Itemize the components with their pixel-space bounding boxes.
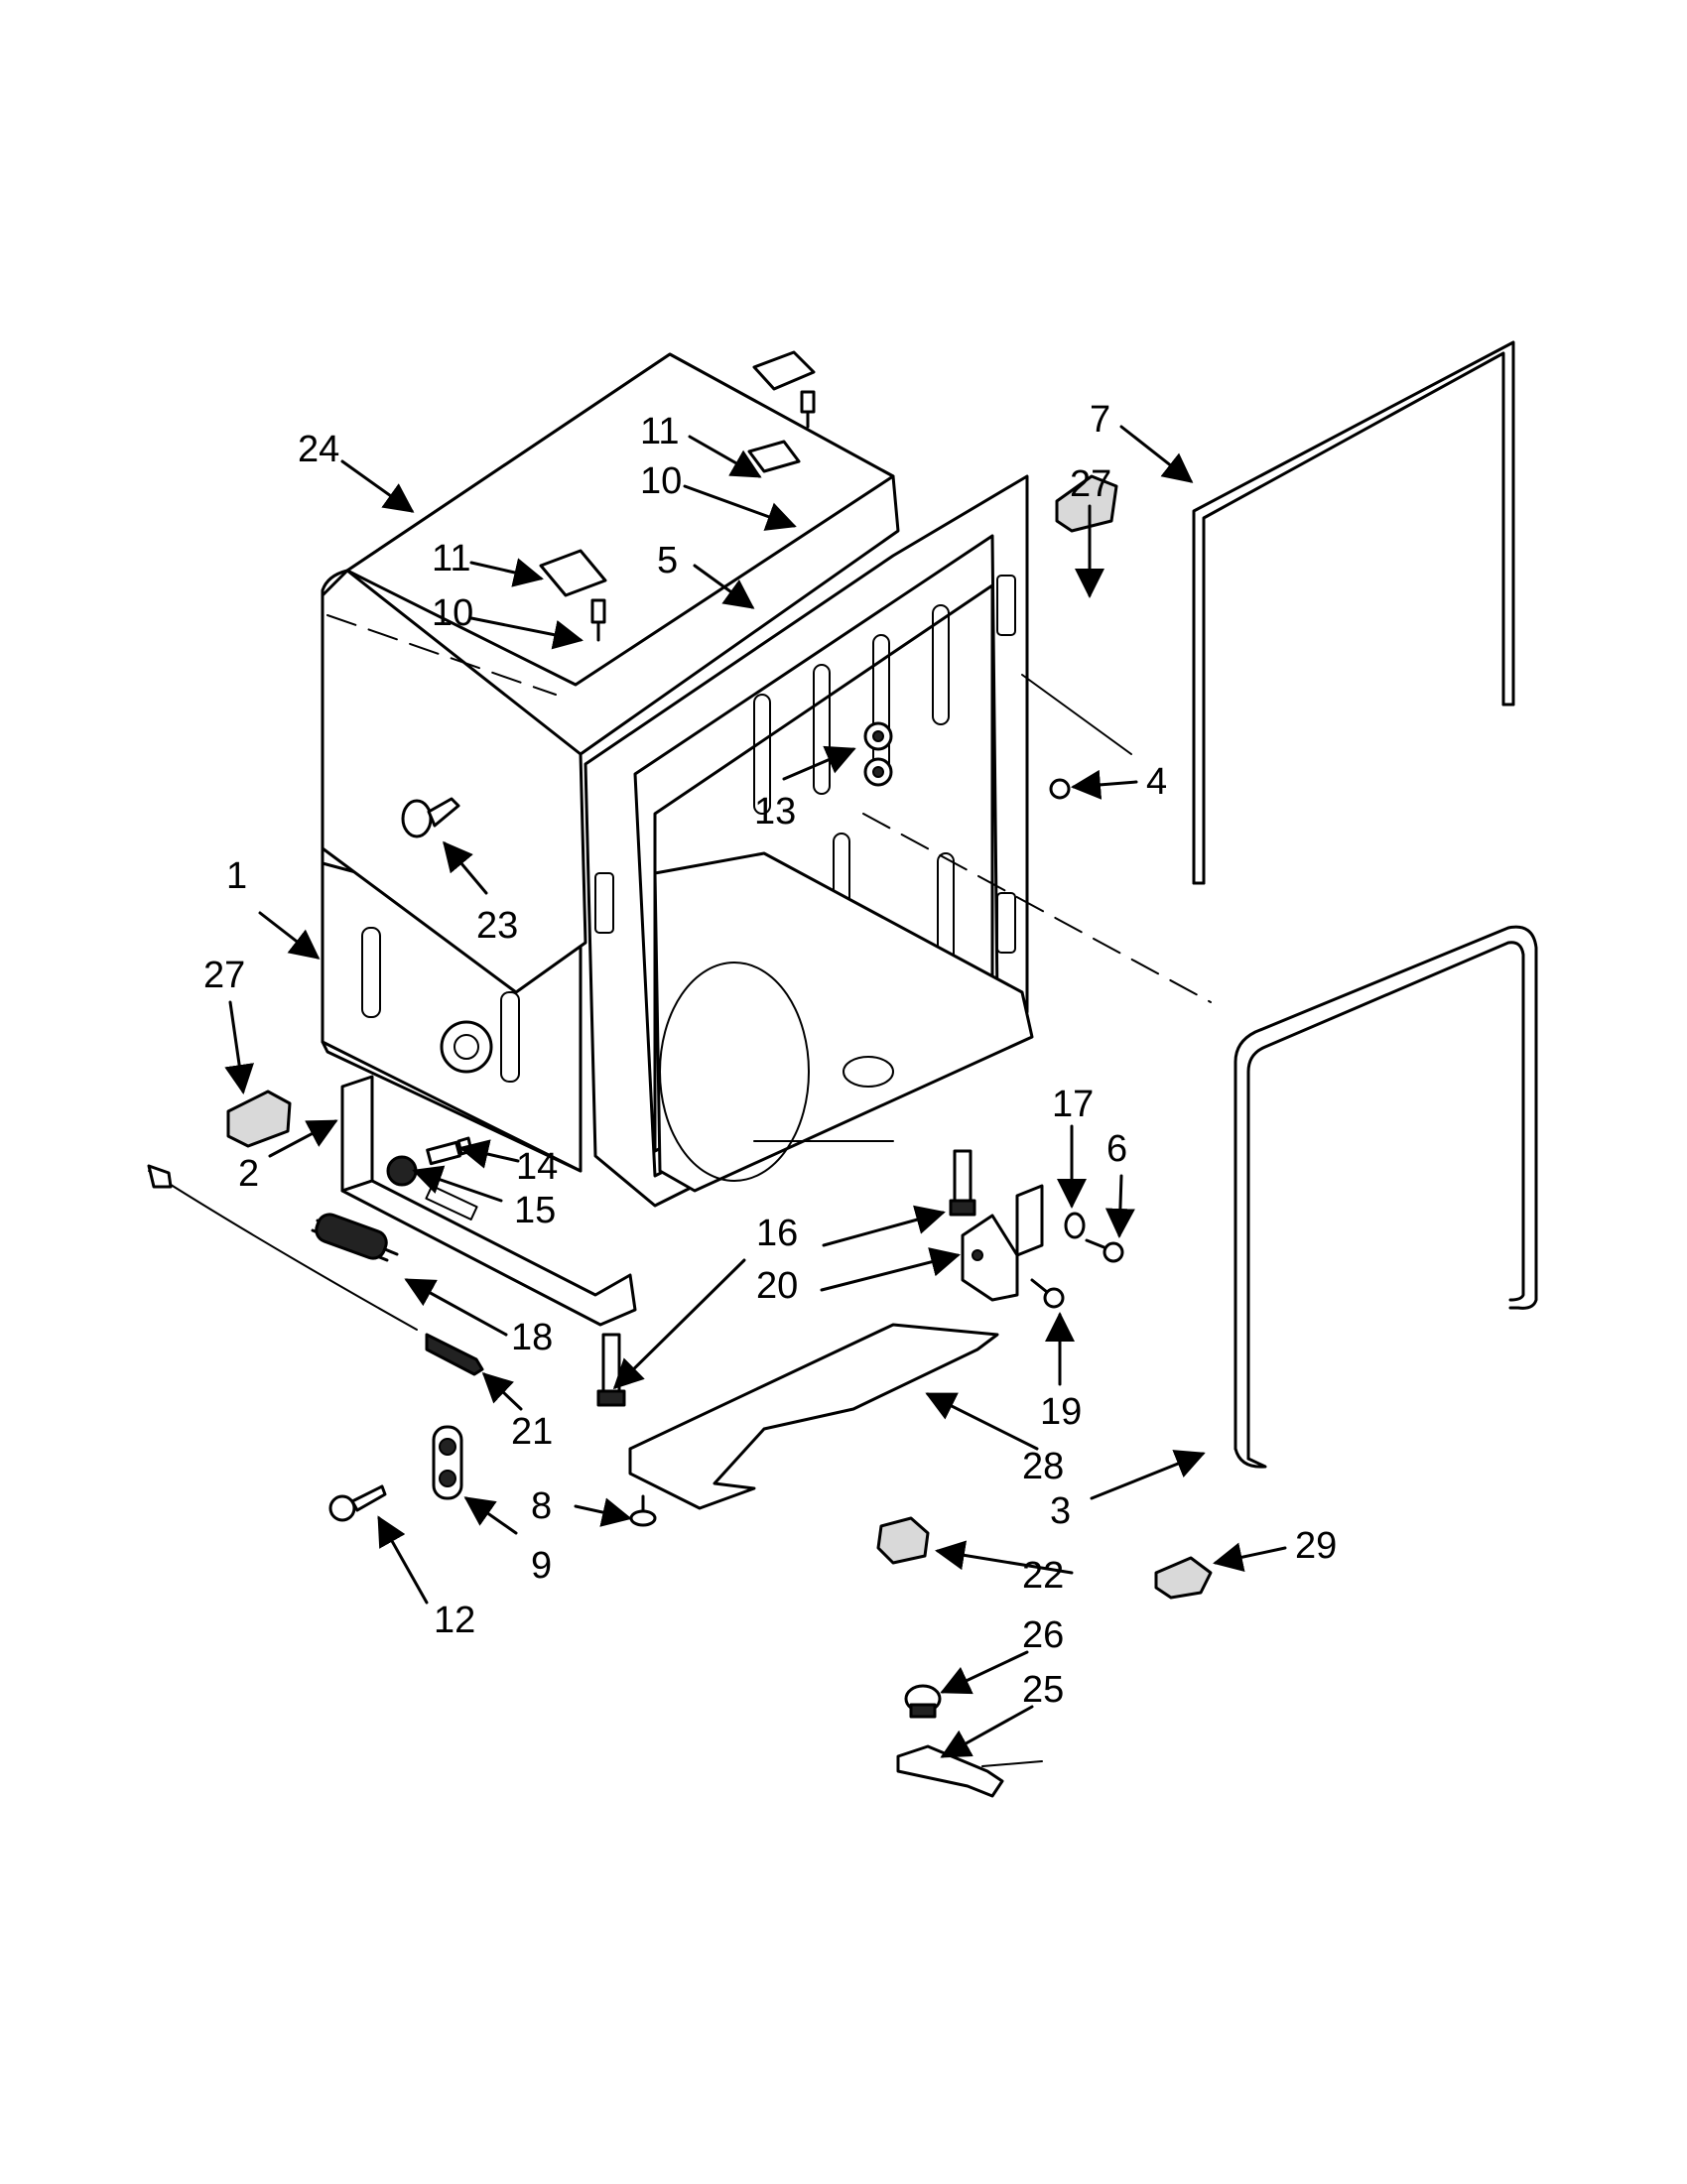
callout-20: 20: [756, 1265, 798, 1307]
callout-11-upper: 11: [640, 411, 679, 452]
washer-part-17: [1064, 1212, 1086, 1239]
callout-13: 13: [754, 791, 796, 833]
callout-10-upper: 10: [640, 460, 682, 502]
callout-17: 17: [1052, 1084, 1094, 1125]
bracket-part-25: [896, 1744, 1043, 1798]
callout-5: 5: [657, 540, 678, 581]
plug-part-4: [1049, 778, 1071, 800]
callout-22: 22: [1022, 1555, 1064, 1597]
tub-gasket-part-3: [1233, 925, 1538, 1469]
callout-1: 1: [226, 855, 247, 897]
callout-3: 3: [1050, 1490, 1071, 1532]
callout-19: 19: [1040, 1391, 1082, 1433]
callout-26: 26: [1022, 1614, 1064, 1656]
spacer-part-27-upper: [1055, 474, 1118, 533]
callout-12: 12: [434, 1600, 475, 1641]
callout-27-lower: 27: [203, 955, 245, 996]
callout-6: 6: [1106, 1128, 1127, 1170]
door-gasket-part-7: [1192, 340, 1515, 885]
callout-25: 25: [1022, 1669, 1064, 1711]
callout-16-upper: 16: [756, 1213, 798, 1254]
grommet-part-13: [863, 721, 893, 787]
callout-8: 8: [531, 1485, 552, 1527]
clamp-part-15: [386, 1155, 418, 1187]
tub-assembly: [321, 352, 1212, 1208]
callout-7: 7: [1090, 399, 1110, 441]
callout-28: 28: [1022, 1446, 1064, 1487]
callout-4: 4: [1146, 761, 1167, 803]
clip-part-22: [876, 1516, 930, 1565]
leveling-leg-part-16b: [596, 1333, 626, 1407]
bracket-part-20: [961, 1184, 1044, 1302]
screw-part-8: [629, 1494, 657, 1527]
callout-15: 15: [514, 1190, 556, 1231]
spring-part-18: [311, 1213, 399, 1262]
cover-part-28: [628, 1323, 999, 1510]
callout-11-lower: 11: [432, 538, 470, 579]
callout-9: 9: [531, 1545, 552, 1587]
callout-10-lower: 10: [432, 592, 473, 634]
screw-part-14: [426, 1136, 473, 1166]
wire-sensor-part-21: [147, 1164, 484, 1376]
callout-24: 24: [298, 429, 339, 470]
callout-27-upper: 27: [1070, 463, 1111, 505]
callout-23: 23: [476, 905, 518, 947]
bracket-part-2: [340, 1075, 637, 1327]
hinge-bracket-upper: [752, 350, 816, 429]
callout-18: 18: [511, 1317, 553, 1358]
callout-2: 2: [238, 1153, 259, 1195]
callout-29: 29: [1295, 1525, 1337, 1567]
leader-lines: [224, 425, 1287, 1758]
callout-14: 14: [516, 1146, 558, 1188]
callout-labels: 24 11 10 11 10 5 7 27 4 13 23 1 27 2 14 …: [203, 399, 1337, 1711]
screw-part-19: [1030, 1278, 1065, 1309]
callout-21: 21: [511, 1411, 553, 1453]
grommet-part-9: [432, 1425, 463, 1500]
pushpin-part-23: [401, 797, 460, 838]
hinge-bracket-lower: [539, 549, 607, 642]
thermostat-part-26: [904, 1684, 942, 1719]
clip-part-29: [1154, 1556, 1213, 1600]
screw-part-12: [328, 1484, 387, 1522]
spacer-part-27-lower: [226, 1090, 292, 1148]
leveling-leg-part-16a: [949, 1149, 976, 1217]
screw-part-6: [1085, 1238, 1124, 1263]
